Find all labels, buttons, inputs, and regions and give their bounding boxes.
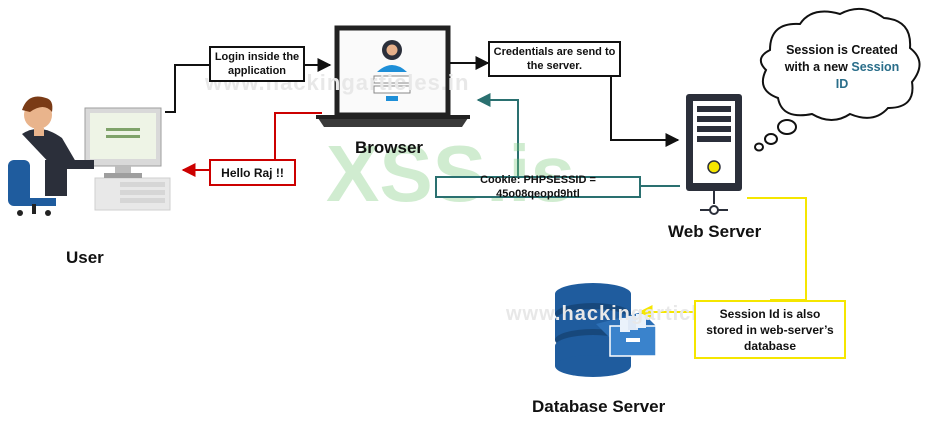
brand-watermark: XSS.is (326, 129, 576, 218)
cookie-arrow-up (476, 93, 519, 178)
hello-message-box: Hello Raj !! (209, 159, 296, 186)
credentials-message-box: Credentials are send to the server. (488, 41, 621, 77)
db-note-box: Session Id is also stored in web-server’… (694, 300, 846, 359)
login-message-box: Login inside the application (209, 46, 305, 82)
session-new-line: with a new Session (778, 59, 906, 76)
database-icon (555, 283, 657, 377)
browser-label: Browser (355, 138, 424, 157)
user-at-computer-icon (8, 96, 171, 216)
credentials-arrow (610, 77, 680, 147)
web-server-label: Web Server (668, 222, 762, 241)
cookie-message-box: Cookie: PHPSESSID = 45o08qeopd9htl (435, 174, 641, 200)
server-tower-icon (686, 94, 742, 215)
session-id-line: ID (835, 77, 849, 91)
thought-bubble-icon (754, 7, 921, 152)
connector-user-to-login (165, 64, 209, 113)
laptop-icon (316, 25, 470, 127)
database-server-label: Database Server (532, 397, 666, 416)
user-label: User (66, 248, 104, 267)
session-highlight: Session (851, 60, 900, 74)
thought-bubble-text: Session is Created with a new Session ID (778, 42, 906, 93)
db-store-arrow (747, 197, 807, 301)
session-created-line: Session is Created (786, 43, 898, 57)
session-new-prefix: with a new (784, 60, 848, 74)
site-watermark-2: www.hackingarticles.in (506, 303, 749, 325)
